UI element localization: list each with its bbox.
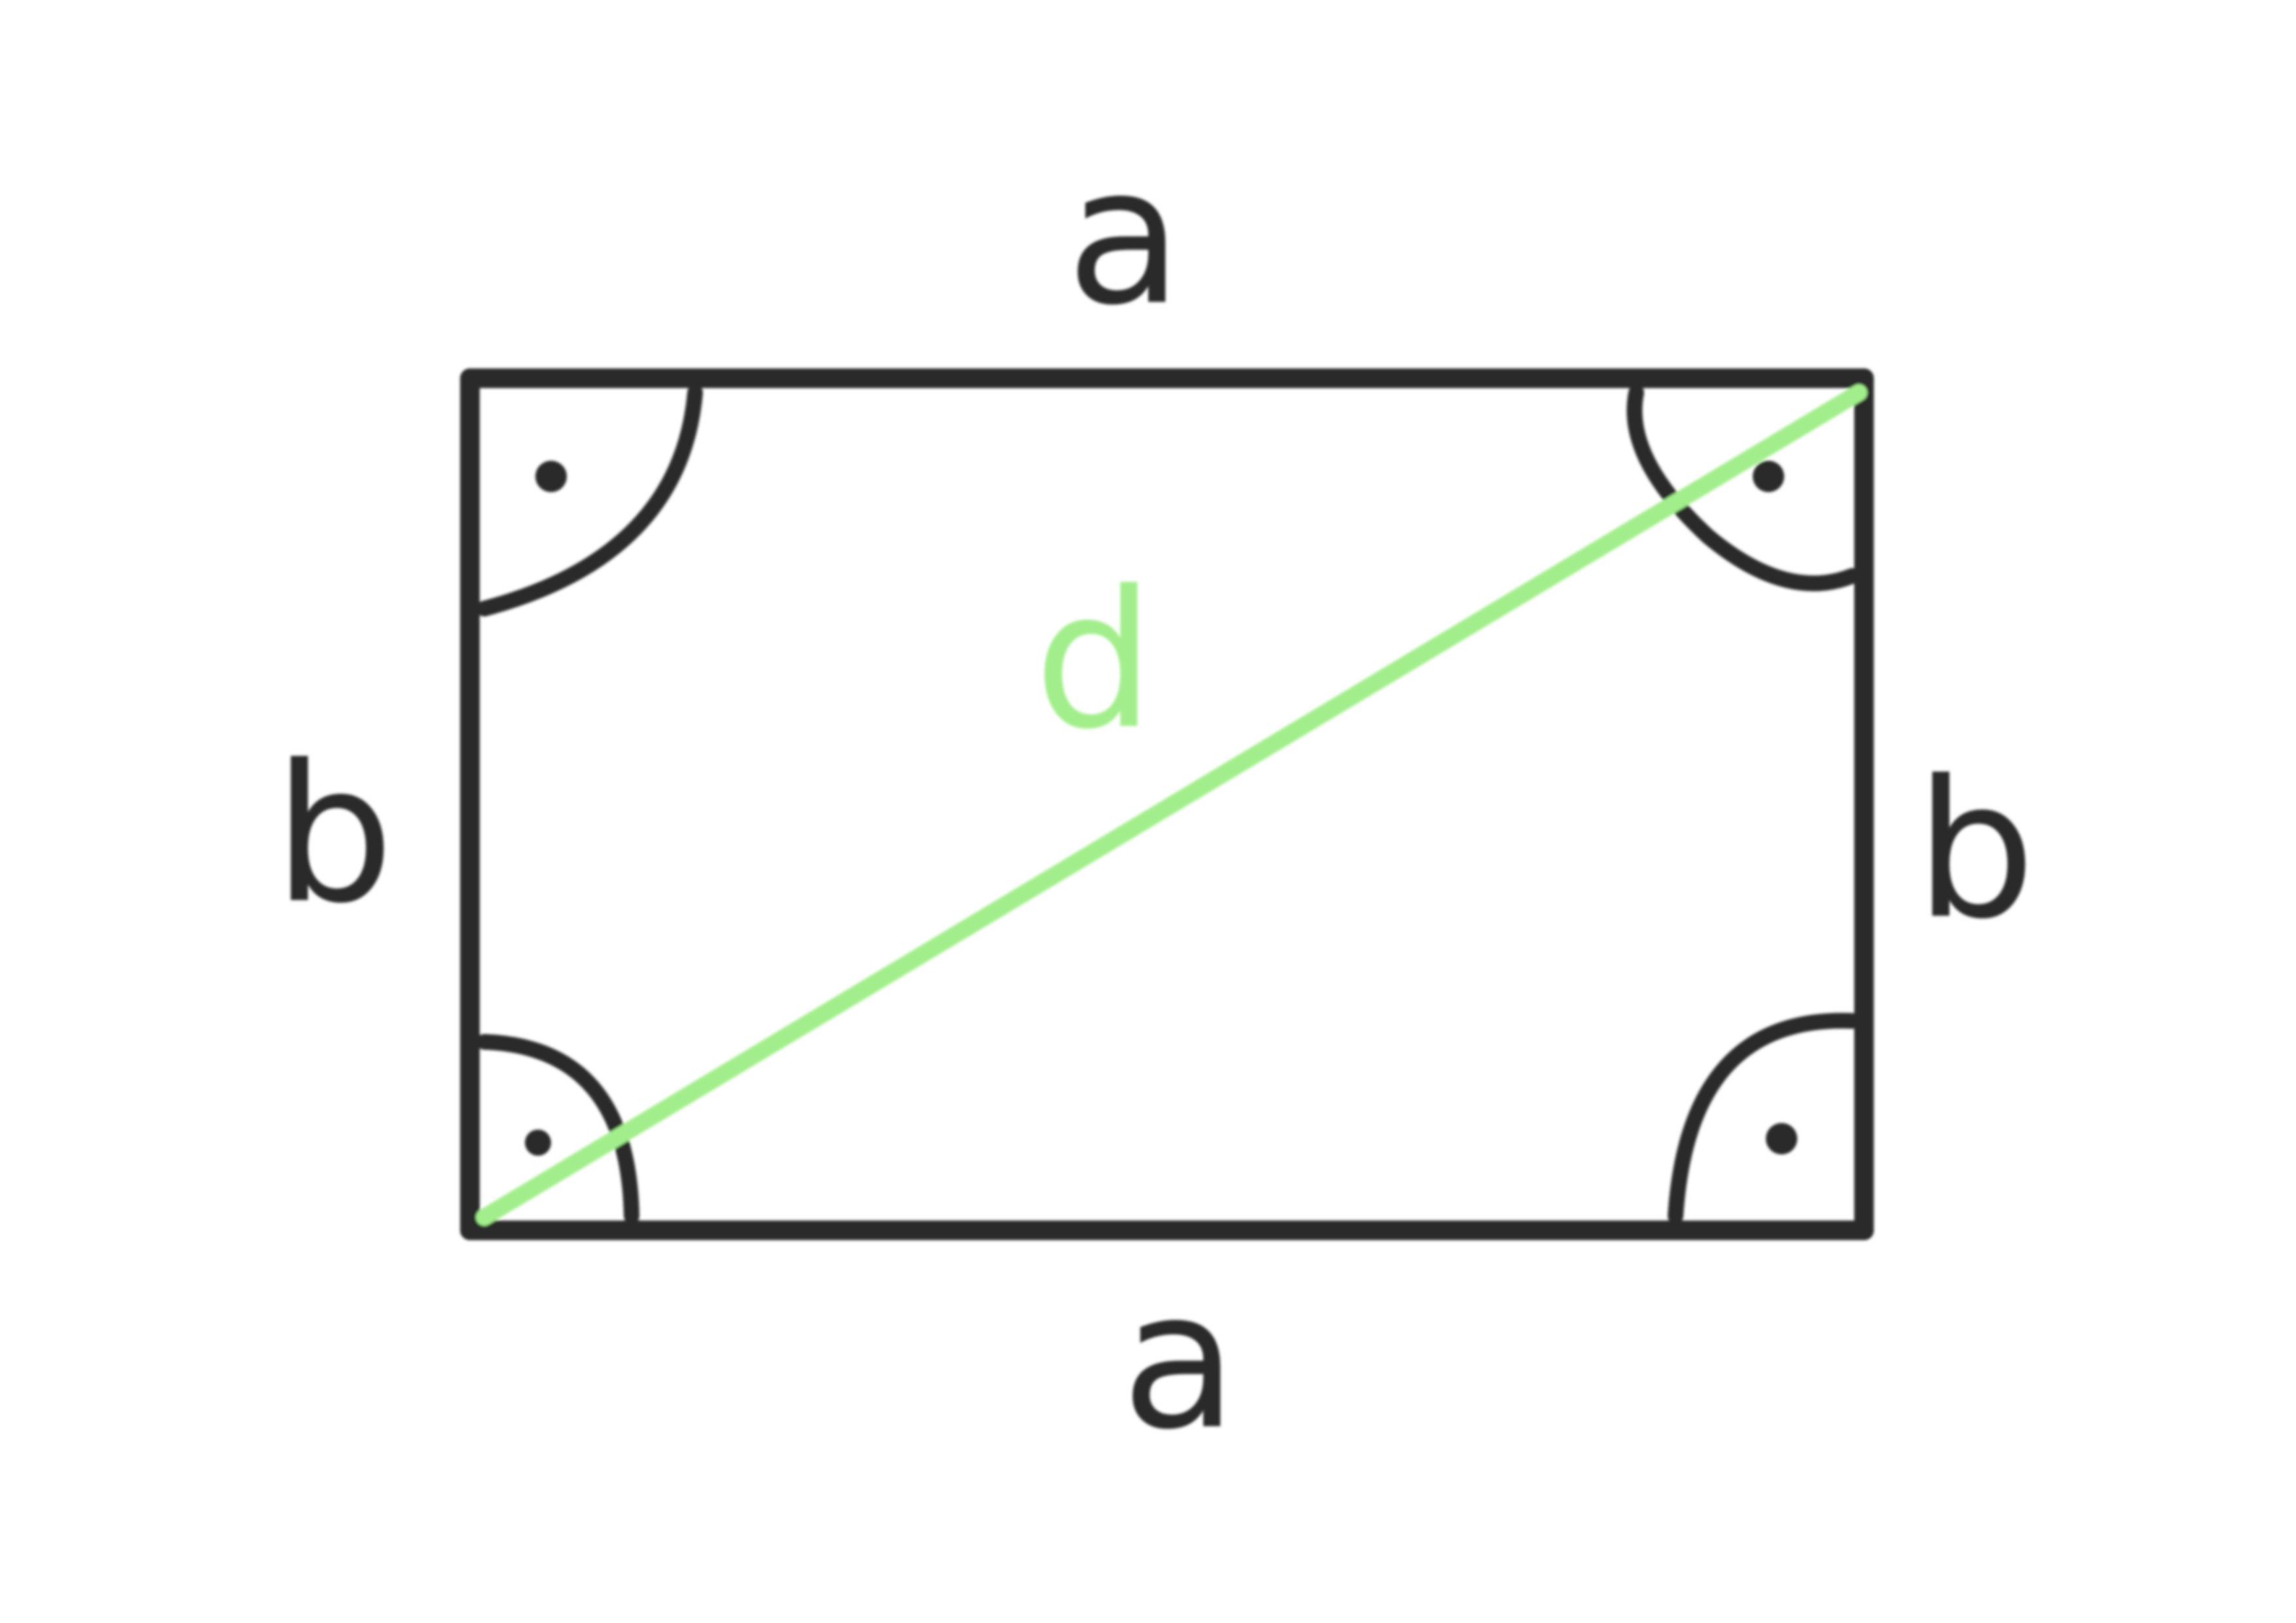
right-angle-arc-top-right (1626, 385, 1860, 592)
right-angle-arc-bottom-left (476, 1034, 639, 1224)
label-diagonal: d (1034, 550, 1155, 771)
label-left-side: b (274, 724, 394, 945)
label-right-side: b (1915, 740, 2036, 961)
diagonal-line (476, 384, 1867, 1226)
right-angle-arc-bottom-right (1668, 1012, 1860, 1224)
right-angle-dot-top-right (1753, 461, 1784, 492)
right-angle-dot-top-left (535, 461, 567, 492)
right-angle-dot-bottom-left (525, 1130, 551, 1156)
label-top-side: a (1066, 126, 1183, 347)
right-angle-arc-top-left (476, 385, 703, 616)
right-angle-dot-bottom-right (1766, 1123, 1797, 1154)
label-bottom-side: a (1121, 1251, 1238, 1471)
